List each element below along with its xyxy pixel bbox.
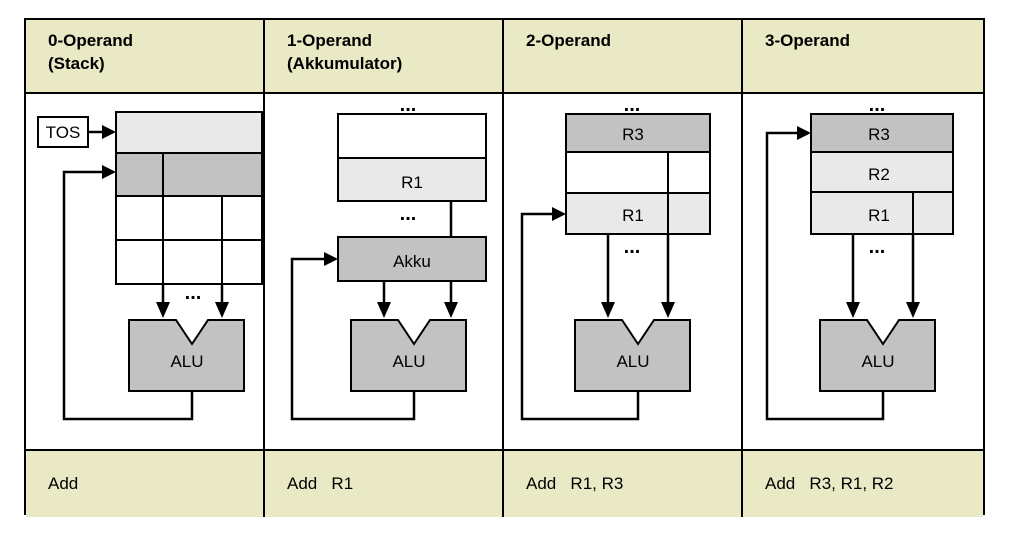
accumulator-label: Akku [393, 252, 431, 271]
header-cell-1-operand: 1-Operand (Akkumulator) [265, 20, 504, 92]
register-ellipsis-top: ... [869, 94, 886, 116]
accumulator-feedback-arrow [324, 252, 338, 266]
register-label-r2: R2 [868, 165, 890, 184]
register-ellipsis-top: ... [624, 94, 641, 116]
register-label-r3: R3 [622, 125, 644, 144]
instruction-text: Add [48, 474, 79, 493]
header-title-line2: (Stack) [48, 53, 105, 73]
diagram-cell-stack: TOS [26, 94, 265, 449]
two-operand-feedback-arrow [552, 207, 566, 221]
register-cell-r1 [810, 191, 954, 235]
register-label-r3: R3 [868, 125, 890, 144]
r2-alu-arrow [906, 302, 920, 318]
alu-shape [819, 319, 936, 392]
instruction-text: Add R3, R1, R2 [765, 474, 894, 493]
r1-alu-arrow [601, 302, 615, 318]
register-ellipsis-mid: ... [869, 236, 886, 258]
header-title-line1: 0-Operand [48, 31, 134, 50]
instruction-cell-0-operand: Add [26, 451, 265, 517]
header-title-line1: 2-Operand [526, 31, 612, 50]
instruction-cell-1-operand: Add R1 [265, 451, 504, 517]
stack-cell-0 [115, 111, 263, 154]
instruction-text: Add R1 [287, 474, 354, 493]
three-operand-feedback-path [765, 131, 885, 421]
instruction-text: Add R1, R3 [526, 474, 624, 493]
instruction-cell-3-operand: Add R3, R1, R2 [743, 451, 983, 517]
table-header-row: 0-Operand (Stack) 1-Operand (Akkumulator… [26, 20, 983, 94]
alu-label: ALU [861, 352, 894, 371]
diagram-cell-accumulator: ... R1 ... Akku ALU [265, 94, 504, 449]
table-diagram-row: TOS [26, 94, 983, 451]
alu-shape [574, 319, 691, 392]
table-instruction-row: Add Add R1 Add R1, R3 Add R3, R1, R2 [26, 451, 983, 517]
register-cell-empty [565, 151, 711, 194]
stack-machine-diagram: TOS [37, 111, 263, 421]
register-cell-r3 [565, 113, 711, 153]
stack-cell-3 [115, 239, 263, 285]
stack-cell-1 [115, 152, 263, 197]
stack-alu-arrow-left [156, 302, 170, 318]
accumulator-machine-diagram: ... R1 ... Akku ALU [290, 94, 487, 421]
tos-arrow-head [102, 125, 116, 139]
r1-alu-arrow [444, 302, 458, 318]
register-label-r1: R1 [401, 173, 423, 192]
alu-label: ALU [392, 352, 425, 371]
register-label-r1: R1 [622, 206, 644, 225]
three-operand-feedback-arrow [797, 126, 811, 140]
header-cell-3-operand: 3-Operand [743, 20, 983, 92]
register-cell-r1 [337, 157, 487, 202]
register-label-r1: R1 [868, 206, 890, 225]
stack-ellipsis: ... [185, 282, 202, 304]
header-cell-2-operand: 2-Operand [504, 20, 743, 92]
diagram-cell-two-operand: ... R3 R1 ... ALU [504, 94, 743, 449]
stack-feedback-arrow [102, 165, 116, 179]
r1-alu-arrow [846, 302, 860, 318]
header-cell-0-operand: 0-Operand (Stack) [26, 20, 265, 92]
alu-shape [128, 319, 245, 392]
accumulator-ellipsis-mid: ... [400, 203, 417, 225]
akku-alu-arrow [377, 302, 391, 318]
stack-feedback-path [62, 170, 194, 421]
register-cell-r2 [810, 151, 954, 193]
two-operand-feedback-path [520, 212, 640, 421]
operand-comparison-table: 0-Operand (Stack) 1-Operand (Akkumulator… [24, 18, 985, 517]
accumulator-feedback-path [290, 257, 416, 421]
header-title-line2: (Akkumulator) [287, 53, 403, 73]
two-operand-machine-diagram: ... R3 R1 ... ALU [520, 94, 711, 421]
diagram-cell-three-operand: ... R3 R2 R1 ... [743, 94, 983, 449]
stack-cell-2 [115, 195, 263, 241]
header-title-line1: 1-Operand [287, 31, 373, 50]
tos-label-box [37, 116, 89, 148]
three-operand-machine-diagram: ... R3 R2 R1 ... [765, 94, 954, 421]
r3-alu-arrow [661, 302, 675, 318]
register-cell-r1 [565, 192, 711, 235]
register-cell-empty [337, 113, 487, 159]
alu-shape [350, 319, 467, 392]
accumulator-ellipsis-top: ... [400, 94, 417, 116]
stack-alu-arrow-right [215, 302, 229, 318]
header-title-line1: 3-Operand [765, 31, 851, 50]
tos-label-text: TOS [46, 123, 81, 142]
alu-label: ALU [170, 352, 203, 371]
instruction-cell-2-operand: Add R1, R3 [504, 451, 743, 517]
alu-label: ALU [616, 352, 649, 371]
register-ellipsis-mid: ... [624, 236, 641, 258]
